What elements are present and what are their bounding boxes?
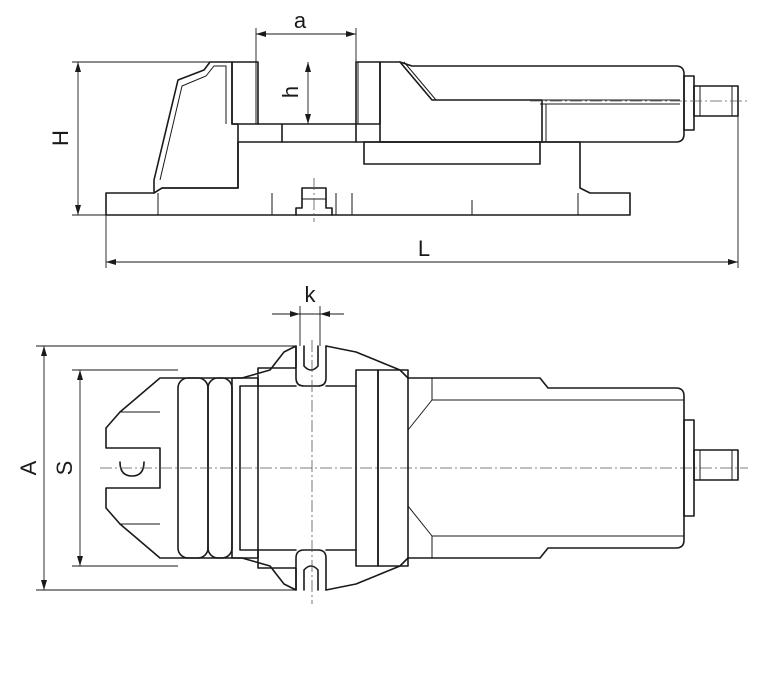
dim-H-arrow-bottom [75, 205, 81, 215]
top-ear-slot-top [303, 345, 319, 371]
dim-L-arrow-left [106, 259, 116, 265]
dim-h-arrow-top [305, 62, 311, 72]
top-housing-taper-bottom [407, 505, 684, 558]
dim-S-arrow-top [77, 370, 83, 380]
top-clamp-slot [119, 461, 145, 477]
dim-a-label: a [294, 8, 307, 33]
top-middle-channel [257, 385, 357, 551]
top-view: k A S [16, 282, 748, 604]
dim-A-arrow-top [41, 346, 47, 356]
dim-L-label: L [418, 236, 430, 261]
side-fixed-jaw-inner [159, 65, 227, 181]
dim-H-arrow-top [75, 62, 81, 72]
dim-h-label: h [278, 86, 303, 98]
dim-k-label: k [305, 282, 317, 307]
top-ear-top [295, 345, 327, 387]
top-jaw-plate-right-2 [377, 369, 409, 567]
side-fixed-jaw-plate [231, 61, 259, 125]
dim-L-arrow-right [728, 259, 738, 265]
side-view: a h H L [48, 8, 748, 268]
dim-a-arrow-left [256, 31, 266, 37]
dim-a-arrow-right [346, 31, 356, 37]
side-moving-jaw-chamfer [403, 61, 437, 101]
dim-k-arrow-right [320, 311, 330, 317]
top-ear-slot-bottom [303, 565, 319, 591]
dim-A-arrow-bottom [41, 580, 47, 590]
side-moving-jaw-plate [355, 61, 381, 125]
dim-H-label: H [48, 130, 73, 146]
dim-A-label: A [16, 460, 41, 475]
top-ear-bottom [295, 549, 327, 591]
side-jaw-gap-floor [257, 123, 357, 143]
top-housing-taper-top [407, 378, 684, 431]
side-moving-jaw-body [379, 61, 543, 143]
side-spindle-cap [683, 75, 695, 131]
dim-S-label: S [52, 461, 77, 476]
dim-S-arrow-bottom [77, 556, 83, 566]
side-fixed-jaw-body [153, 61, 239, 194]
dim-k-arrow-left [290, 311, 300, 317]
dim-h-arrow-bottom [305, 114, 311, 124]
side-base-plate [105, 141, 631, 216]
side-slide-rail [363, 141, 541, 165]
top-fixed-jaw-chamfer [120, 411, 160, 525]
top-spindle-square [693, 449, 739, 481]
